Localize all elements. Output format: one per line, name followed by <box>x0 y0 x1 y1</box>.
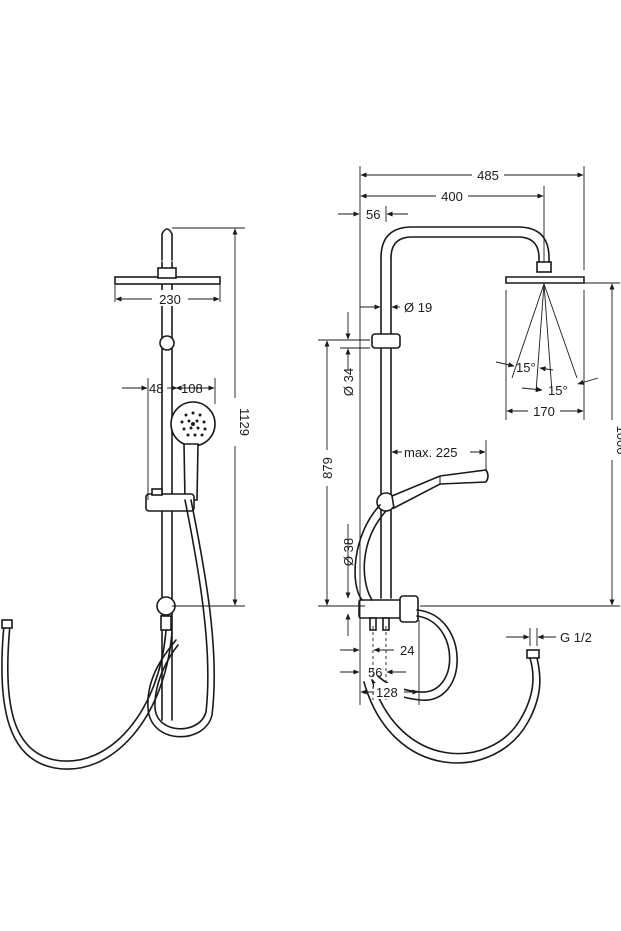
mixer-outlet <box>160 615 172 631</box>
hand-hose <box>147 499 216 738</box>
label-1129: 1129 <box>237 408 252 436</box>
hand-hose-inner <box>154 499 209 730</box>
side-view <box>1 228 221 770</box>
hand-hose-front <box>363 510 387 601</box>
hand-shower-front <box>391 469 489 510</box>
label-38: Ø 38 <box>341 538 356 566</box>
spray-line-3 <box>543 283 553 393</box>
supply-hose-front <box>371 657 534 755</box>
supply-hose-front-nut <box>526 649 540 659</box>
label-230: 230 <box>159 292 181 307</box>
front-view <box>354 226 585 764</box>
arm-outer <box>380 226 550 263</box>
head-shower-connector-front <box>536 261 552 273</box>
label-170: 170 <box>533 404 555 419</box>
side-view-dimensions: 230 48 108 1129 <box>114 227 252 607</box>
hand-shower-handle <box>183 443 199 501</box>
label-g12: G 1/2 <box>560 630 592 645</box>
supply-hose-front-inner <box>363 657 541 764</box>
supply-hose-inner <box>1 624 173 770</box>
head-shower-front <box>505 276 585 284</box>
spray-line-2 <box>535 283 545 393</box>
hand-hose-front-inner <box>354 504 381 601</box>
spray-line-1 <box>511 283 545 379</box>
arm-inner <box>390 236 540 263</box>
label-24: 24 <box>400 643 414 658</box>
label-128: 128 <box>376 685 398 700</box>
label-225: max. 225 <box>404 445 457 460</box>
slider <box>145 493 195 512</box>
label-56-bottom: 56 <box>368 665 382 680</box>
label-56-top: 56 <box>366 207 380 222</box>
upper-clamp <box>159 335 175 351</box>
label-879: 879 <box>320 457 335 479</box>
label-15-right: 15° <box>548 383 568 398</box>
label-108: 108 <box>181 381 203 396</box>
label-48: 48 <box>149 381 163 396</box>
inlet-left <box>369 617 377 631</box>
label-15-left: 15° <box>516 360 536 375</box>
label-34: Ø 34 <box>341 368 356 396</box>
slider-knob <box>151 488 163 496</box>
front-view-dimensions: 485 400 56 Ø 19 Ø 34 879 max. 225 Ø 38 1… <box>318 166 621 705</box>
head-shower-connector <box>157 267 177 279</box>
inlet-right <box>382 617 390 631</box>
label-19: Ø 19 <box>404 300 432 315</box>
mixer-knob <box>399 595 419 623</box>
supply-hose <box>7 624 167 762</box>
wall-bracket <box>371 333 401 349</box>
supply-hose-nut <box>1 619 13 629</box>
hand-shower-nozzles <box>180 411 207 437</box>
label-485: 485 <box>477 168 499 183</box>
label-1006: 1006 <box>614 426 621 455</box>
label-400: 400 <box>441 189 463 204</box>
spray-line-4 <box>543 283 578 379</box>
riser-top-cap <box>161 228 173 261</box>
